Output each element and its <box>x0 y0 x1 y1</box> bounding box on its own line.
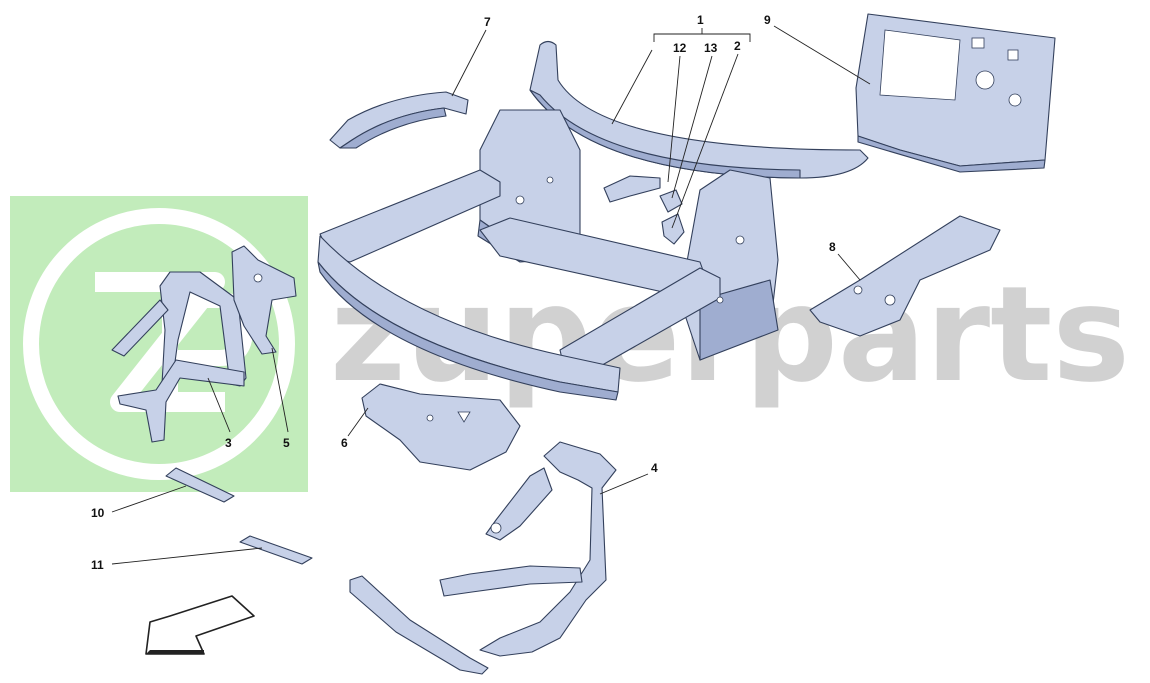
callout-4: 4 <box>651 461 658 475</box>
callout-1: 1 <box>697 13 704 27</box>
callout-8: 8 <box>829 240 836 254</box>
callout-12: 12 <box>673 41 687 55</box>
callout-2: 2 <box>734 39 741 53</box>
callout-10: 10 <box>91 506 105 520</box>
part-8-floor-member <box>809 215 1001 337</box>
part-5-strut-mount <box>231 245 297 355</box>
front-direction-arrow-icon <box>145 595 255 655</box>
part-1-front-frame <box>317 40 869 401</box>
callout-5: 5 <box>283 436 290 450</box>
callout-labels: 1 12 13 2 7 9 8 6 3 5 4 10 11 <box>91 13 836 572</box>
part-9-firewall-panel <box>855 13 1056 173</box>
part-2-bracket <box>661 213 685 245</box>
part-6-wheel-housing <box>361 383 521 471</box>
part-10-strip <box>165 467 235 503</box>
part-4-lower-subframe <box>349 441 617 675</box>
callout-9: 9 <box>764 13 771 27</box>
callout-7: 7 <box>484 15 491 29</box>
callout-6: 6 <box>341 436 348 450</box>
part-12-bracket <box>603 175 661 203</box>
callout-11: 11 <box>91 558 104 572</box>
callout-3: 3 <box>225 436 232 450</box>
part-7-wheel-arch <box>329 91 469 149</box>
callout-13: 13 <box>704 41 718 55</box>
leader-lines <box>111 25 871 565</box>
part-3-side-frame <box>111 271 247 443</box>
part-13-bracket <box>659 189 683 213</box>
part-11-strip <box>239 535 313 565</box>
